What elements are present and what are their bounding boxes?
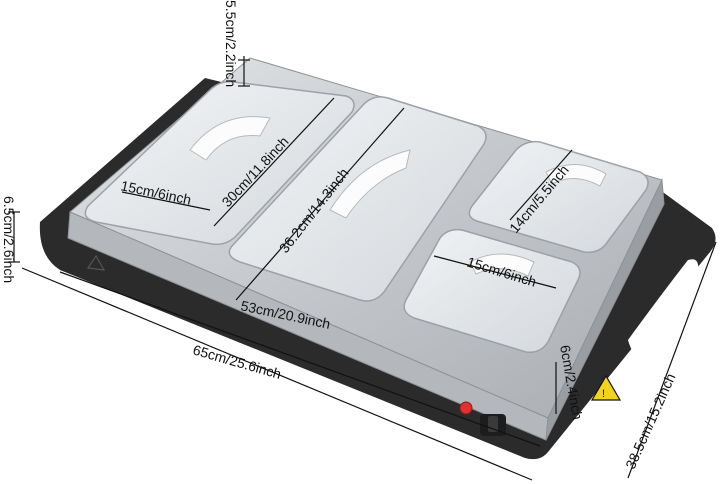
right-handle bbox=[628, 259, 699, 358]
hot-surface-warning-icon: ! bbox=[590, 374, 622, 401]
warning-triangle-icon bbox=[86, 254, 106, 271]
power-light-icon bbox=[459, 401, 473, 415]
temperature-knob-icon bbox=[480, 414, 506, 436]
lid-height-label: 5.5cm/2.2inch bbox=[223, 0, 239, 87]
dimension-lines bbox=[8, 56, 717, 481]
pan-1-lid bbox=[84, 80, 355, 246]
svg-text:!: ! bbox=[602, 388, 605, 400]
pan-3-lid bbox=[468, 140, 649, 254]
total-width-label: 38.5cm/15.2inch bbox=[622, 371, 678, 471]
body-height-label: 6.5cm/2.6inch bbox=[1, 196, 17, 283]
